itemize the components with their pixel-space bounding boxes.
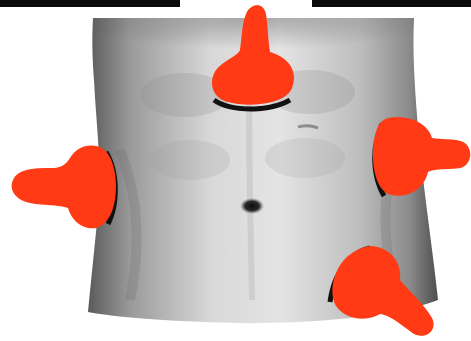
navel (240, 198, 264, 214)
top-border-left (0, 0, 180, 7)
top-border-right (312, 0, 471, 7)
